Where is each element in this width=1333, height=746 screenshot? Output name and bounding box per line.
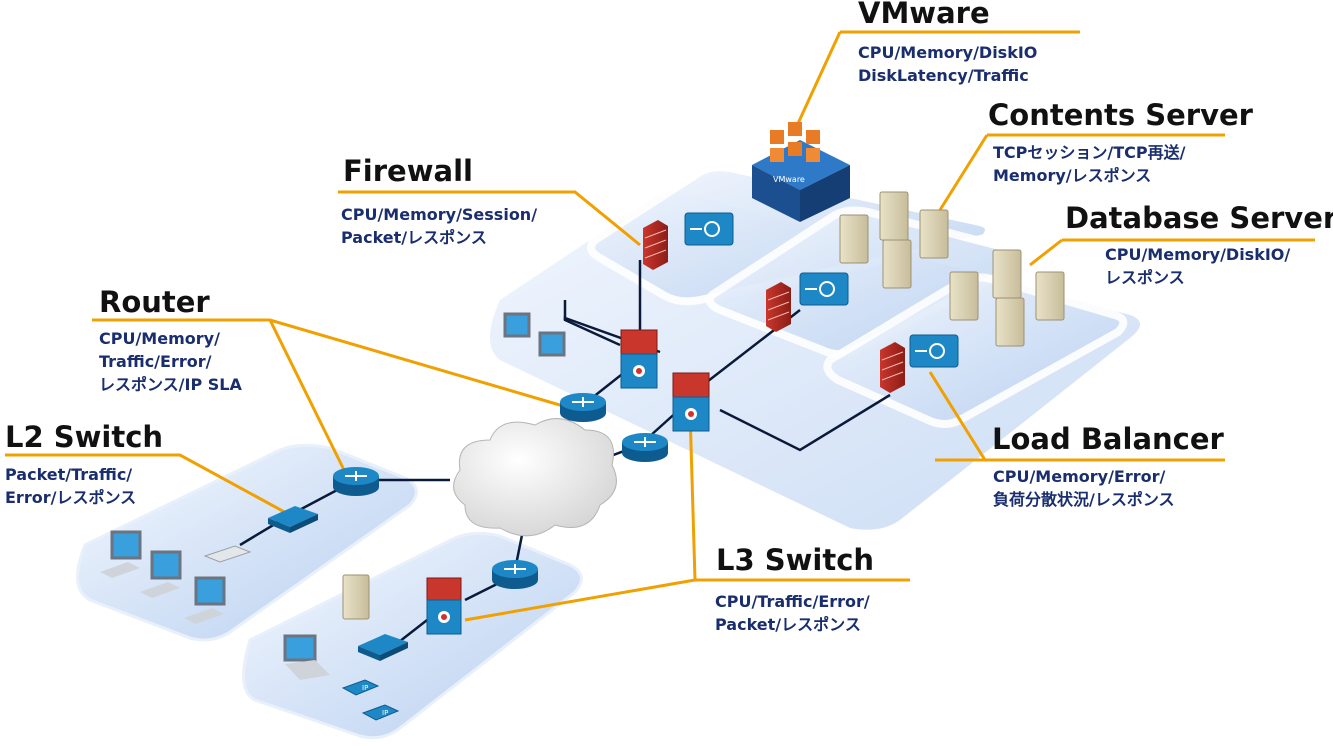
l2-switch-metrics-line-2: Error/レスポンス xyxy=(5,488,137,507)
ip-phone-badge: IP xyxy=(382,709,388,717)
router-metrics-line-2: Traffic/Error/ xyxy=(99,352,212,371)
file-server-icon xyxy=(342,574,370,620)
ip-phone-icon: IP xyxy=(341,679,380,696)
firewall-icon xyxy=(766,282,791,332)
l3-switch-icon xyxy=(620,329,658,389)
leader-lines xyxy=(5,30,1315,622)
contents-server-metrics-line-2: Memory/レスポンス xyxy=(993,166,1152,185)
load-balancer-icon xyxy=(909,334,959,368)
wan-cloud xyxy=(453,418,617,537)
router-icon xyxy=(333,467,379,496)
l3-switch-metrics-line-2: Packet/レスポンス xyxy=(715,615,861,634)
database-server-metrics-line-2: レスポンス xyxy=(1105,268,1185,287)
vmware-title: VMware xyxy=(858,0,990,30)
firewall-title: Firewall xyxy=(343,154,473,188)
vmware-metrics-line-2: DiskLatency/Traffic xyxy=(858,66,1029,85)
load-balancer-metrics-line-1: CPU/Memory/Error/ xyxy=(993,467,1166,486)
laptop-icon xyxy=(283,634,330,680)
firewall-icon xyxy=(880,342,905,393)
l3-switch-icon xyxy=(426,577,462,635)
l2-switch-metrics-line-1: Packet/Traffic/ xyxy=(5,465,133,484)
access-point-icon xyxy=(203,545,252,563)
l3-switch-title: L3 Switch xyxy=(716,543,875,577)
ip-phone-badge: IP xyxy=(362,684,368,692)
ip-phone-icon: IP xyxy=(361,704,400,721)
l3-switch-metrics-line-1: CPU/Traffic/Error/ xyxy=(715,592,870,611)
router-metrics-line-3: レスポンス/IP SLA xyxy=(99,375,242,394)
contents-server-icons xyxy=(839,191,949,289)
load-balancer-icon xyxy=(799,272,849,306)
vmware-badge: VMware xyxy=(773,175,805,184)
load-balancer-metrics-line-2: 負荷分散状況/レスポンス xyxy=(993,490,1175,509)
vmware-metrics-line-1: CPU/Memory/DiskIO xyxy=(858,43,1038,62)
load-balancer-title: Load Balancer xyxy=(992,422,1224,456)
router-title: Router xyxy=(99,285,210,319)
l3-switch-icon xyxy=(672,372,710,432)
pc-icons xyxy=(100,312,566,624)
router-icon xyxy=(622,433,668,462)
contents-server-metrics-line-1: TCPセッション/TCP再送/ xyxy=(993,143,1186,162)
router-icon xyxy=(560,393,606,422)
vmware-host-icon: VMware xyxy=(752,122,850,222)
firewall-metrics-line-1: CPU/Memory/Session/ xyxy=(341,205,538,224)
l2-switch-icon xyxy=(268,506,318,533)
firewall-metrics-line-2: Packet/レスポンス xyxy=(341,228,487,247)
l2-switch-title: L2 Switch xyxy=(5,420,164,454)
database-server-title: Database Server xyxy=(1065,201,1333,235)
l2-switch-icon xyxy=(358,634,408,661)
router-metrics-line-1: CPU/Memory/ xyxy=(99,329,220,348)
router-icon xyxy=(492,560,538,589)
database-server-icons xyxy=(949,249,1065,347)
load-balancer-icon xyxy=(684,212,734,246)
database-server-metrics-line-1: CPU/Memory/DiskIO/ xyxy=(1105,245,1291,264)
firewall-icon xyxy=(643,220,668,270)
contents-server-title: Contents Server xyxy=(988,98,1253,132)
